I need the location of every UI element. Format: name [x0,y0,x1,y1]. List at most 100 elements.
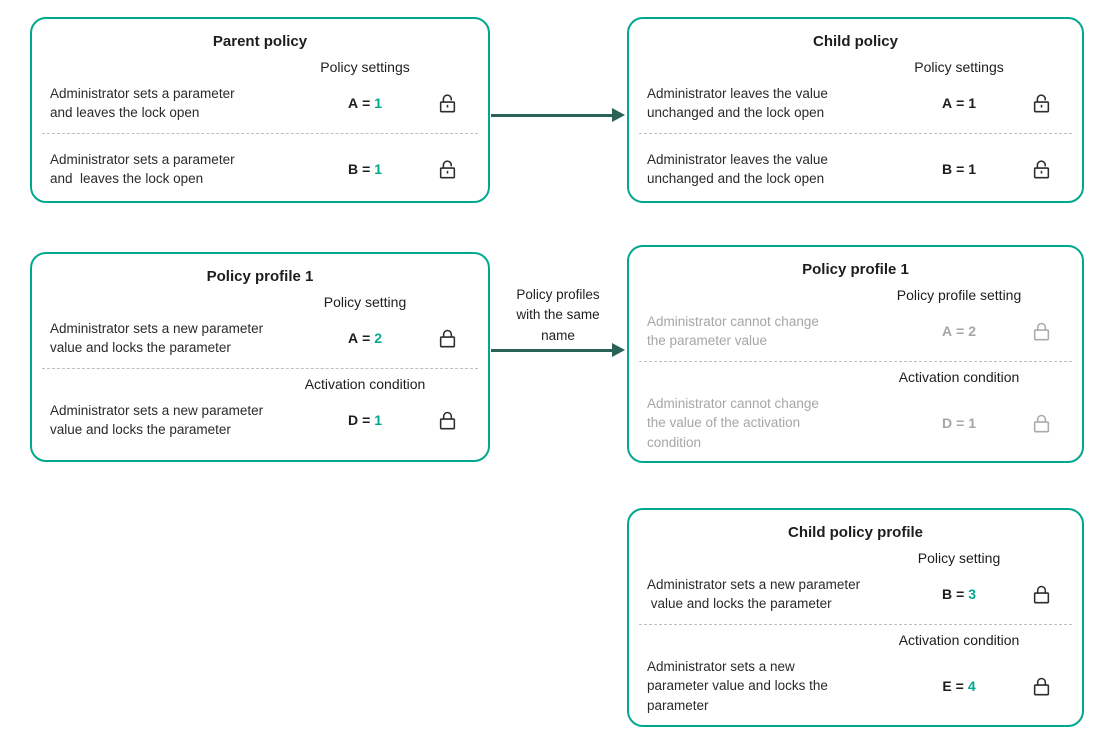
policy-setting-row: Administrator leaves the value unchanged… [647,150,1064,188]
open-lock-icon [437,158,458,180]
dashed-divider [639,624,1072,626]
parameter-name: A [347,95,359,112]
parameter-name: A [941,95,953,112]
activation-condition-row: Administrator sets a new parameter value… [50,401,470,439]
box-title: Child policy profile [787,524,923,541]
section-header-row: Policy setting [50,292,470,312]
section-header: Policy settings [320,59,410,75]
row-description: Administrator cannot change the paramete… [647,314,819,349]
open-lock-icon [437,92,458,114]
policy-setting-row: Administrator sets a parameter and leave… [50,84,470,122]
equals-sign: = [955,678,964,695]
policy-setting-row: Administrator sets a new parameter value… [647,575,1064,613]
parameter-value: A=2 [310,330,420,346]
section-header-row: Policy settings [647,57,1064,77]
parameter-name: B [941,161,953,178]
arrow-shaft [491,113,612,117]
arrow-label: Policy profiles with the same name [516,287,600,343]
section-header-row: Activation condition [50,374,470,394]
row-description: Administrator leaves the value unchanged… [647,152,828,187]
equals-sign: = [956,95,965,112]
profile-to-child-profile-arrow [491,343,625,357]
arrow-head-icon [612,108,625,122]
row-description: Administrator sets a new parameter value… [647,577,861,612]
parameter-number: 1 [968,95,977,112]
parameter-value: A=2 [904,323,1014,339]
parameter-value: A=1 [310,95,420,111]
equals-sign: = [362,161,371,178]
equals-sign: = [362,330,371,347]
parent-policy-box: Parent policy Policy settings Administra… [30,17,490,203]
closed-lock-icon [437,409,458,431]
closed-lock-icon [437,327,458,349]
policy-profile-1-box: Policy profile 1 Policy setting Administ… [30,252,490,462]
equals-sign: = [956,161,965,178]
section-header-row: Activation condition [647,367,1064,387]
closed-lock-icon [1031,583,1052,605]
parameter-value: B=1 [904,161,1014,177]
parameter-name: A [347,330,359,347]
policy-setting-row: Administrator cannot change the paramete… [647,312,1064,350]
section-header: Policy settings [914,59,1004,75]
policy-setting-row: Administrator sets a new parameter value… [50,319,470,357]
parameter-value: B=1 [310,161,420,177]
row-description: Administrator cannot change the value of… [647,396,819,450]
arrow-head-icon [612,343,625,357]
row-description: Administrator sets a new parameter value… [647,659,828,713]
open-lock-icon [1031,92,1052,114]
row-description: Administrator sets a parameter and leave… [50,152,235,187]
box-title: Parent policy [212,33,308,50]
parameter-number: 1 [374,412,383,429]
equals-sign: = [362,412,371,429]
row-description: Administrator sets a new parameter value… [50,321,264,356]
parameter-name: E [942,678,952,695]
parameter-number: 4 [967,678,976,695]
closed-lock-icon [1031,320,1052,342]
parameter-value: B=3 [904,586,1014,602]
box-title: Policy profile 1 [802,261,909,278]
parameter-name: B [347,161,359,178]
row-description: Administrator sets a parameter and leave… [50,86,235,121]
section-header: Activation condition [898,632,1020,649]
dashed-divider [42,133,478,135]
row-description: Administrator leaves the value unchanged… [647,86,828,121]
equals-sign: = [956,586,965,603]
policy-setting-row: Administrator leaves the value unchanged… [647,84,1064,122]
section-header-row: Activation condition [647,630,1064,650]
box-title: Policy profile 1 [206,268,314,285]
parameter-number: 2 [968,323,977,340]
parameter-value: A=1 [904,95,1014,111]
child-policy-box: Child policy Policy settings Administrat… [627,17,1084,203]
parameter-number: 1 [968,161,977,178]
parameter-number: 2 [374,330,383,347]
parameter-name: D [941,415,953,432]
equals-sign: = [956,323,965,340]
section-header: Policy setting [323,294,407,310]
section-header-row: Policy settings [50,57,470,77]
inherited-policy-profile-1-box: Policy profile 1 Policy profile setting … [627,245,1084,463]
equals-sign: = [362,95,371,112]
arrow-shaft [491,348,612,352]
activation-condition-row: Administrator sets a new parameter value… [647,657,1064,714]
row-description: Administrator sets a new parameter value… [50,403,264,438]
parameter-name: B [941,586,953,603]
parameter-number: 1 [968,415,977,432]
parameter-name: D [347,412,359,429]
parameter-number: 1 [374,161,383,178]
parameter-value: D=1 [904,415,1014,431]
closed-lock-icon [1031,412,1052,434]
open-lock-icon [1031,158,1052,180]
parameter-value: D=1 [310,412,420,428]
child-policy-profile-box: Child policy profile Policy setting Admi… [627,508,1084,727]
parameter-value: E=4 [904,678,1014,694]
parameter-name: A [941,323,953,340]
policy-setting-row: Administrator sets a parameter and leave… [50,150,470,188]
box-title: Child policy [812,33,898,50]
closed-lock-icon [1031,675,1052,697]
section-header-row: Policy profile setting [647,285,1064,305]
section-header: Activation condition [304,376,426,393]
section-header: Policy setting [917,550,1001,566]
dashed-divider [42,368,478,370]
section-header: Activation condition [898,369,1020,386]
